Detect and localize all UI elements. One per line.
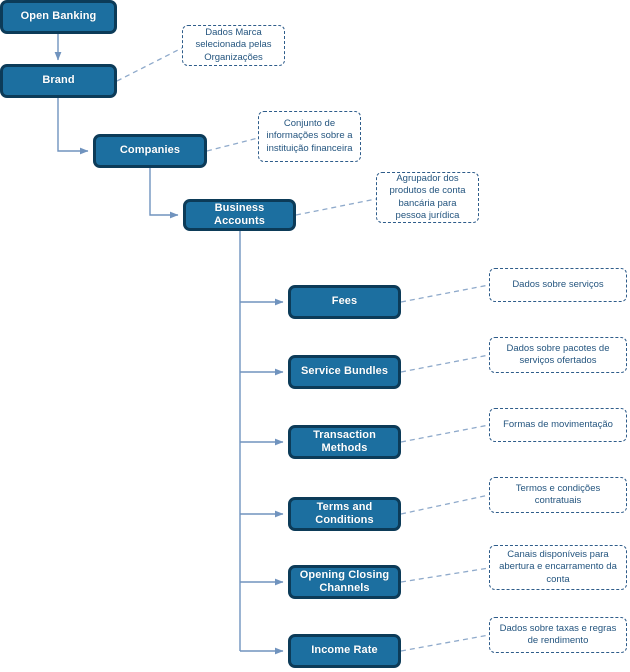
edge-service-bundles-to-note — [400, 354, 490, 373]
note-opening-closing-channels-label: Canais disponíveis para abertura e encar… — [499, 549, 617, 585]
node-opening-closing-channels[interactable]: Opening Closing Channels — [288, 565, 401, 599]
edge-income-rate-to-note — [400, 634, 490, 652]
edge-transaction-methods-to-note — [400, 424, 490, 443]
note-terms-and-conditions: Termos e condições contratuais — [489, 477, 627, 513]
note-business-accounts-label: Agrupador dos produtos de conta bancária… — [389, 173, 466, 221]
node-business-accounts-label: Business Accounts — [214, 201, 265, 227]
node-opening-closing-channels-label: Opening Closing Channels — [299, 568, 390, 594]
node-terms-and-conditions[interactable]: Terms and Conditions — [288, 497, 401, 531]
note-business-accounts: Agrupador dos produtos de conta bancária… — [376, 172, 479, 223]
node-fees[interactable]: Fees — [288, 285, 401, 319]
note-transaction-methods: Formas de movimentação — [489, 408, 627, 442]
note-terms-and-conditions-label: Termos e condições contratuais — [515, 482, 601, 506]
node-terms-and-conditions-label: Terms and Conditions — [315, 500, 374, 526]
edge-terms-and-conditions-to-note — [400, 494, 490, 515]
note-brand: Dados Marca selecionada pelas Organizaçõ… — [182, 25, 285, 66]
edge-fees-to-note — [400, 284, 490, 303]
note-fees: Dados sobre serviços — [489, 268, 627, 302]
node-income-rate-label: Income Rate — [311, 644, 378, 657]
edge-opening-closing-channels-to-note — [400, 567, 490, 583]
note-income-rate-label: Dados sobre taxas e regras de rendimento — [499, 622, 617, 646]
note-brand-label: Dados Marca selecionada pelas Organizaçõ… — [195, 27, 272, 63]
node-service-bundles-label: Service Bundles — [300, 365, 389, 378]
node-open-banking-label: Open Banking — [20, 10, 97, 23]
node-transaction-methods[interactable]: Transaction Methods — [288, 425, 401, 459]
node-brand-label: Brand — [42, 74, 75, 87]
node-fees-label: Fees — [331, 295, 358, 308]
edge-business-accounts-to-note — [295, 198, 377, 216]
note-companies: Conjunto de informações sobre a institui… — [258, 111, 361, 162]
edge-companies-to-business-accounts — [149, 168, 179, 219]
note-opening-closing-channels: Canais disponíveis para abertura e encar… — [489, 545, 627, 590]
note-transaction-methods-label: Formas de movimentação — [503, 418, 613, 430]
node-companies[interactable]: Companies — [93, 134, 207, 168]
note-companies-label: Conjunto de informações sobre a institui… — [266, 118, 353, 154]
note-service-bundles-label: Dados sobre pacotes de serviços ofertado… — [506, 342, 610, 366]
note-fees-label: Dados sobre serviços — [512, 278, 604, 290]
node-transaction-methods-label: Transaction Methods — [313, 428, 376, 454]
node-business-accounts[interactable]: Business Accounts — [183, 199, 296, 231]
node-open-banking[interactable]: Open Banking — [0, 0, 117, 34]
edge-brand-to-companies — [57, 98, 89, 155]
edge-companies-to-note — [206, 137, 259, 152]
edge-brand-to-note — [116, 47, 183, 82]
note-income-rate: Dados sobre taxas e regras de rendimento — [489, 617, 627, 653]
node-brand[interactable]: Brand — [0, 64, 117, 98]
node-companies-label: Companies — [119, 144, 181, 157]
node-income-rate[interactable]: Income Rate — [288, 634, 401, 668]
note-service-bundles: Dados sobre pacotes de serviços ofertado… — [489, 337, 627, 373]
node-service-bundles[interactable]: Service Bundles — [288, 355, 401, 389]
